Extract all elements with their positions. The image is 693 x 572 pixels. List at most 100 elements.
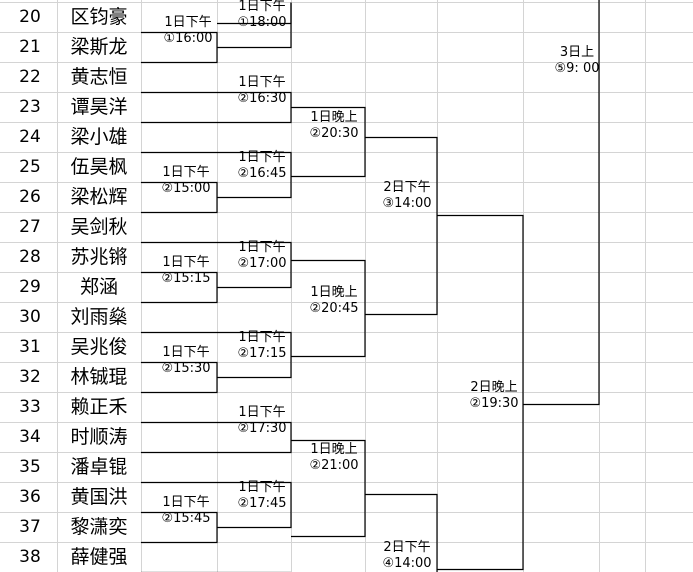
player-name: 梁松辉 xyxy=(70,186,127,208)
row-number: 27 xyxy=(19,217,41,237)
match-session: 1日下午 xyxy=(238,240,285,255)
match-session: 1日下午 xyxy=(238,0,285,14)
match-time: ②16:30 xyxy=(237,91,286,106)
player-name: 黄志恒 xyxy=(70,66,127,88)
match-session: 1日下午 xyxy=(164,15,211,30)
player-name: 吴剑秋 xyxy=(70,216,127,238)
match-time: ②19:30 xyxy=(469,396,518,411)
row-number: 32 xyxy=(19,367,41,387)
match-time: ②15:15 xyxy=(161,271,210,286)
row-number: 36 xyxy=(19,487,41,507)
match-session: 1日下午 xyxy=(238,75,285,90)
match-time: ②20:30 xyxy=(309,126,358,141)
player-name: 梁小雄 xyxy=(70,126,127,148)
player-name: 时顺涛 xyxy=(70,426,127,448)
row-number: 26 xyxy=(19,187,41,207)
match-session: 1日下午 xyxy=(162,495,209,510)
bracket-connector xyxy=(365,136,438,316)
player-name: 谭昊洋 xyxy=(70,96,127,118)
bracket-connector xyxy=(437,214,524,571)
bracket-lines xyxy=(141,0,600,572)
row-number: 25 xyxy=(19,157,41,177)
match-session: 1日晚上 xyxy=(310,285,357,300)
match-time: ②20:45 xyxy=(309,301,358,316)
row-number: 34 xyxy=(19,427,41,447)
bracket-connector xyxy=(291,259,366,358)
row-number: 24 xyxy=(19,127,41,147)
bracket-connector xyxy=(365,493,438,572)
match-time: ②15:00 xyxy=(161,181,210,196)
match-time: ②17:00 xyxy=(237,256,286,271)
player-name: 黄国洪 xyxy=(70,486,127,508)
player-name: 刘雨燊 xyxy=(70,306,127,328)
bracket-connector xyxy=(291,439,366,538)
player-name: 吴兆俊 xyxy=(70,336,127,358)
match-session: 3日上 xyxy=(560,45,594,60)
match-session: 1日下午 xyxy=(238,150,285,165)
match-time: ①18:00 xyxy=(237,15,286,30)
match-session: 1日下午 xyxy=(238,480,285,495)
bracket-connector xyxy=(141,151,292,199)
row-number: 38 xyxy=(19,547,41,567)
bracket-connector xyxy=(141,331,292,379)
match-session: 1日晚上 xyxy=(310,442,357,457)
player-name: 赖正禾 xyxy=(70,396,127,418)
bracket-connector xyxy=(141,481,292,529)
match-time: ②21:00 xyxy=(309,458,358,473)
row-number: 31 xyxy=(19,337,41,357)
row-number: 35 xyxy=(19,457,41,477)
match-session: 2日下午 xyxy=(383,180,430,195)
player-name: 薛健强 xyxy=(70,546,127,568)
match-time: ⑤9: 00 xyxy=(555,61,600,76)
player-name: 苏兆锵 xyxy=(70,246,127,268)
match-session: 2日晚上 xyxy=(470,380,517,395)
row-number: 29 xyxy=(19,277,41,297)
match-labels: 1日下午①16:001日下午①18:001日下午②16:301日下午②15:00… xyxy=(161,0,599,571)
player-name: 梁斯龙 xyxy=(70,36,127,58)
row-number: 28 xyxy=(19,247,41,267)
bracket-connector xyxy=(141,421,292,454)
match-session: 1日下午 xyxy=(238,405,285,420)
player-name: 区钧豪 xyxy=(70,6,127,28)
match-time: ②17:30 xyxy=(237,421,286,436)
match-session: 1日晚上 xyxy=(310,110,357,125)
match-session: 1日下午 xyxy=(162,165,209,180)
bracket-connector xyxy=(141,241,292,289)
bracket-connector xyxy=(291,106,366,178)
bracket-connector xyxy=(523,0,600,406)
match-time: ②15:45 xyxy=(161,511,210,526)
match-session: 2日下午 xyxy=(383,540,430,555)
match-time: ②17:15 xyxy=(237,346,286,361)
row-number: 23 xyxy=(19,97,41,117)
player-name: 郑涵 xyxy=(80,276,118,298)
bracket-connector xyxy=(217,2,292,49)
row-number: 22 xyxy=(19,67,41,87)
row-number: 37 xyxy=(19,517,41,537)
match-time: ③14:00 xyxy=(382,196,431,211)
match-session: 1日下午 xyxy=(162,345,209,360)
match-session: 1日下午 xyxy=(162,255,209,270)
match-time: ②15:30 xyxy=(161,361,210,376)
match-time: ②17:45 xyxy=(237,496,286,511)
